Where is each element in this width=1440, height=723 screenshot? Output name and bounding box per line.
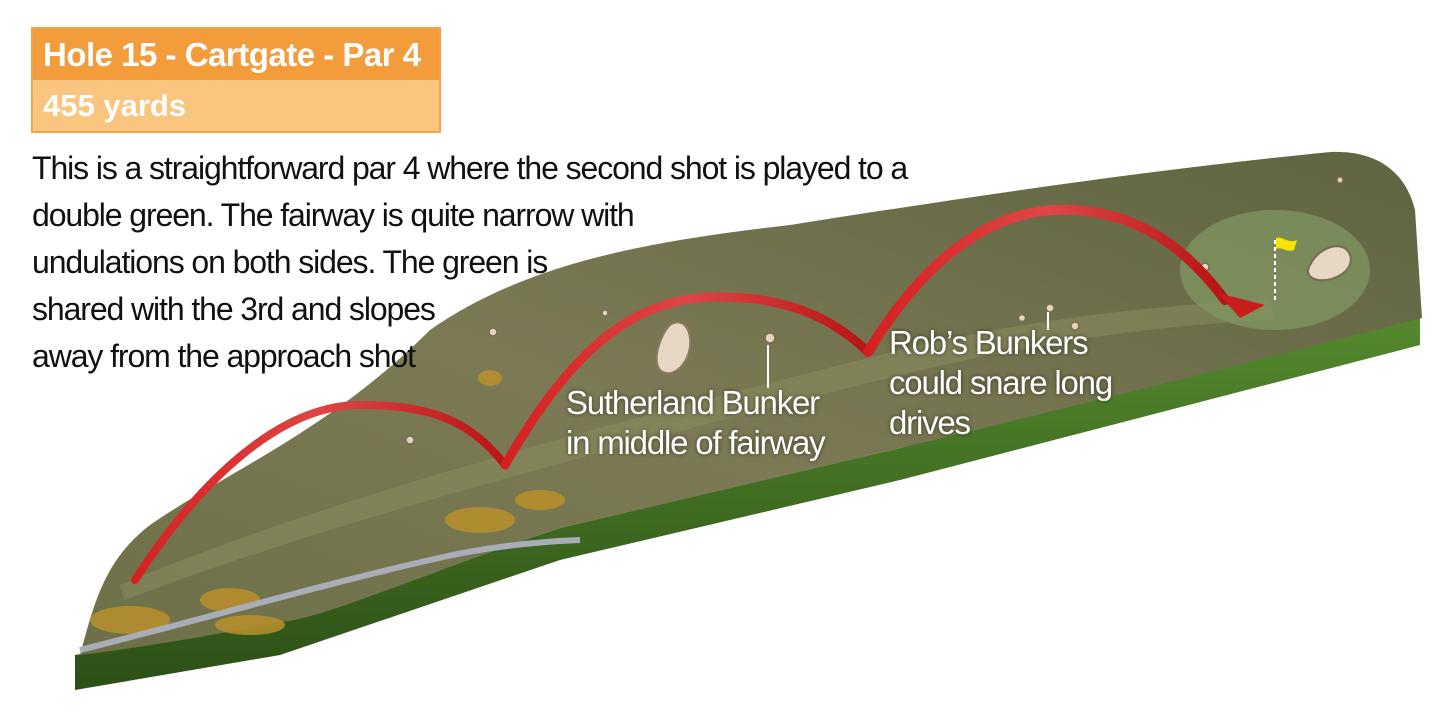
description-line: double green. The fairway is quite narro… [32, 197, 635, 233]
shot-arc-2 [500, 292, 873, 470]
hole-title: Hole 15 - Cartgate - Par 4 [33, 29, 439, 80]
hole-description: This is a straightforward par 4 where th… [32, 145, 908, 380]
hole-header: Hole 15 - Cartgate - Par 4 455 yards [31, 27, 441, 133]
shot-arrowhead [1218, 293, 1265, 318]
terrain-edge [75, 315, 1420, 690]
callout-line: could snare long [889, 364, 1113, 401]
cart-path [79, 537, 581, 653]
greenside-bunker [1307, 245, 1352, 282]
sutherland-bunker [655, 321, 692, 375]
sutherland-callout: Sutherland Bunker in middle of fairway [566, 383, 826, 463]
shot-arcs [131, 204, 1230, 584]
callout-line: Sutherland Bunker [566, 384, 820, 421]
callout-line: in middle of fairway [566, 424, 826, 461]
description-line: This is a straightforward par 4 where th… [32, 150, 908, 186]
shot-arc-3 [863, 204, 1230, 357]
description-line: undulations on both sides. The green is [32, 244, 548, 280]
robs-callout: Rob’s Bunkers could snare long drives [889, 323, 1113, 443]
description-line: shared with the 3rd and slopes [32, 291, 436, 327]
description-line: away from the approach shot [32, 338, 416, 374]
flag-icon [1276, 237, 1297, 251]
callout-line: drives [889, 404, 971, 441]
gorse-patches [90, 370, 565, 635]
shot-arc-1 [131, 400, 509, 584]
callout-line: Rob’s Bunkers [889, 324, 1089, 361]
hole-yardage: 455 yards [33, 80, 439, 131]
